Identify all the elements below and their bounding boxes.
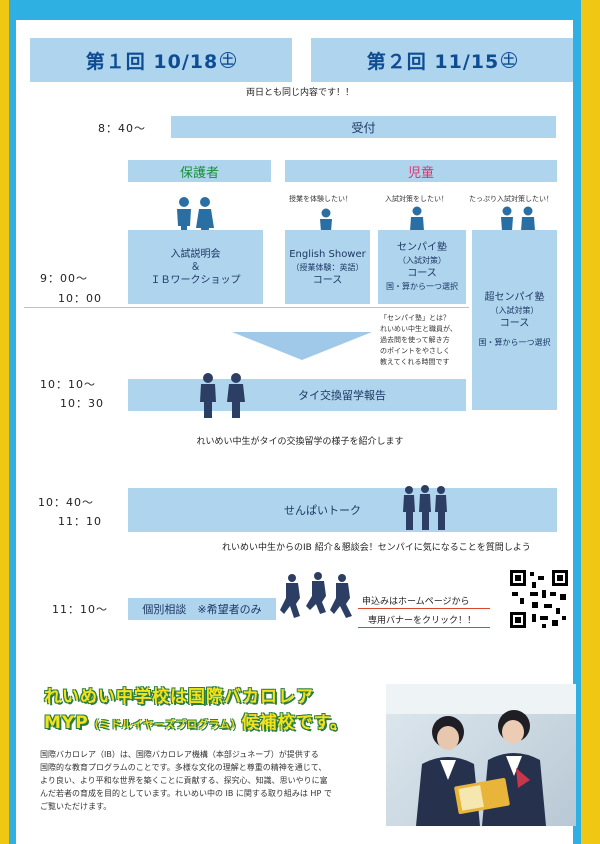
reception-time: 8：40～ xyxy=(98,122,146,135)
explain-line: のポイントをやさしく xyxy=(380,347,450,355)
ib-description: 国際バカロレア（IB）は、国際バカロレア機構（本部ジュネーブ）が提供する 国際的… xyxy=(40,748,380,813)
english-line3: コース xyxy=(312,274,343,286)
explain-line: れいめい中生と職員が、 xyxy=(380,325,457,333)
session-1-dow: 土 xyxy=(220,52,237,68)
session-2-dow: 土 xyxy=(501,52,518,68)
banner-myp: MYP xyxy=(44,713,89,733)
students-reading-icon xyxy=(386,684,576,826)
parents-silhouette-icon xyxy=(177,197,214,241)
ib-description-line: ご覧いただけます。 xyxy=(40,802,112,811)
jumping-students-icon xyxy=(280,572,352,618)
session-1-header: 第１回 10/18 土 xyxy=(30,38,292,82)
apply-line1: 申込みはホームページから xyxy=(362,597,470,607)
slot3-time-end: 11：10 xyxy=(58,515,102,528)
slot4-time: 11：10～ xyxy=(52,603,108,616)
super-senpai-box: 超センパイ塾 （入試対策） コース 国・算から一つ選択 xyxy=(472,230,557,410)
apply-underline2 xyxy=(358,627,490,628)
senpai-line4: 国・算から一つ選択 xyxy=(386,282,458,291)
senpai-explanation: 「センパイ塾」とは？ れいめい中生と職員が、 過去問を使って解き方 のポイントを… xyxy=(380,313,457,368)
explain-line: 「センパイ塾」とは？ xyxy=(380,314,450,322)
children-header: 児童 xyxy=(285,160,557,182)
qr-code[interactable] xyxy=(508,568,570,630)
thai-exchange-desc: れいめい中生がタイの交換留学の様子を紹介します xyxy=(196,437,404,447)
slot2-time-end: 10：30 xyxy=(60,397,104,410)
apply-line2: 専用バナーをクリック！！ xyxy=(368,616,477,626)
session-1-label: 第１回 10/18 xyxy=(85,50,219,73)
banner-candidate: 候補校です。 xyxy=(241,713,348,733)
ib-banner-line2: MYP（ミドルイヤーズプログラム）候補校です。 xyxy=(44,708,348,733)
slot1-divider xyxy=(24,307,469,308)
senpai-talk-label: せんぱいトーク xyxy=(284,504,361,517)
senpai-line2: （入試対策） xyxy=(398,256,446,265)
parents-session-line3: ＩＢワークショップ xyxy=(150,274,241,286)
explain-line: 教えてくれる時間です xyxy=(380,358,450,366)
senpai-talk-desc: れいめい中生からのIB 紹介＆懇談会！センパイに気になることを質問しよう xyxy=(222,543,531,553)
senpai-line1: センパイ塾 xyxy=(397,242,447,253)
students-group-icon xyxy=(403,485,447,530)
students-reading-photo xyxy=(386,684,576,826)
senpai-line3: コース xyxy=(407,268,437,279)
down-arrow-icon xyxy=(232,332,372,360)
qr-code-icon xyxy=(510,570,568,628)
slot2-time-start: 10：10～ xyxy=(40,378,96,391)
thai-exchange-label: タイ交換留学報告 xyxy=(298,389,386,402)
super-line4: 国・算から一つ選択 xyxy=(478,338,551,347)
super-line2: （入試対策） xyxy=(490,306,539,315)
parents-session-box: 入試説明会 ＆ ＩＢワークショップ xyxy=(128,230,263,304)
super-line3: コース xyxy=(499,318,530,329)
ib-description-line: 国際的な教育プログラムのことです。多様な文化の理解と尊重の精神を通じて、 xyxy=(40,763,327,772)
parents-session-line2: ＆ xyxy=(190,261,201,273)
ib-description-line: より良い、より平和な世界を築くことに貢献する、探究心、知識、思いやりに富 xyxy=(40,776,328,785)
slot1-time-end: 10：00 xyxy=(58,292,102,305)
same-content-note: 両日とも同じ内容です！！ xyxy=(245,87,354,98)
session-2-label: 第２回 11/15 xyxy=(366,50,500,73)
slot3-time-start: 10：40～ xyxy=(38,496,94,509)
students-photo-icon xyxy=(200,373,245,418)
english-tagline: 授業を体験したい！ xyxy=(289,195,352,203)
super-line1: 超センパイ塾 xyxy=(484,292,545,303)
parents-header: 保護者 xyxy=(128,160,271,182)
slot1-time-start: 9：00～ xyxy=(40,272,88,285)
english-shower-box: English Shower （授業体験：英語） コース xyxy=(285,230,370,304)
senpai-juku-box: センパイ塾 （入試対策） コース 国・算から一つ選択 xyxy=(378,230,466,304)
ib-banner-line1: れいめい中学校は国際バカロレア xyxy=(44,682,314,707)
explain-line: 過去問を使って解き方 xyxy=(380,336,450,344)
banner-line1-text: れいめい中学校は国際バカロレア xyxy=(44,687,314,707)
consultation-bar: 個別相談 ※希望者のみ xyxy=(128,598,276,620)
banner-myp-sub: （ミドルイヤーズプログラム） xyxy=(88,720,242,731)
english-line2: （授業体験：英語） xyxy=(291,262,364,272)
senpai-talk-bar: せんぱいトーク xyxy=(128,488,557,532)
super-tagline: たっぷり入試対策したい！ xyxy=(469,195,553,203)
english-line1: English Shower xyxy=(289,248,366,260)
reception-bar: 受付 xyxy=(171,116,556,138)
session-2-header: 第２回 11/15 土 xyxy=(311,38,573,82)
ib-description-line: んだ若者の育成を目的としています。れいめい中の IB に関する取り組みは HP … xyxy=(40,789,332,798)
thai-exchange-bar: タイ交換留学報告 xyxy=(128,379,466,411)
apply-underline1 xyxy=(358,608,490,609)
ib-description-line: 国際バカロレア（IB）は、国際バカロレア機構（本部ジュネーブ）が提供する xyxy=(40,750,319,759)
senpai-tagline: 入試対策をしたい！ xyxy=(385,195,448,203)
parents-session-line1: 入試説明会 xyxy=(170,248,221,260)
